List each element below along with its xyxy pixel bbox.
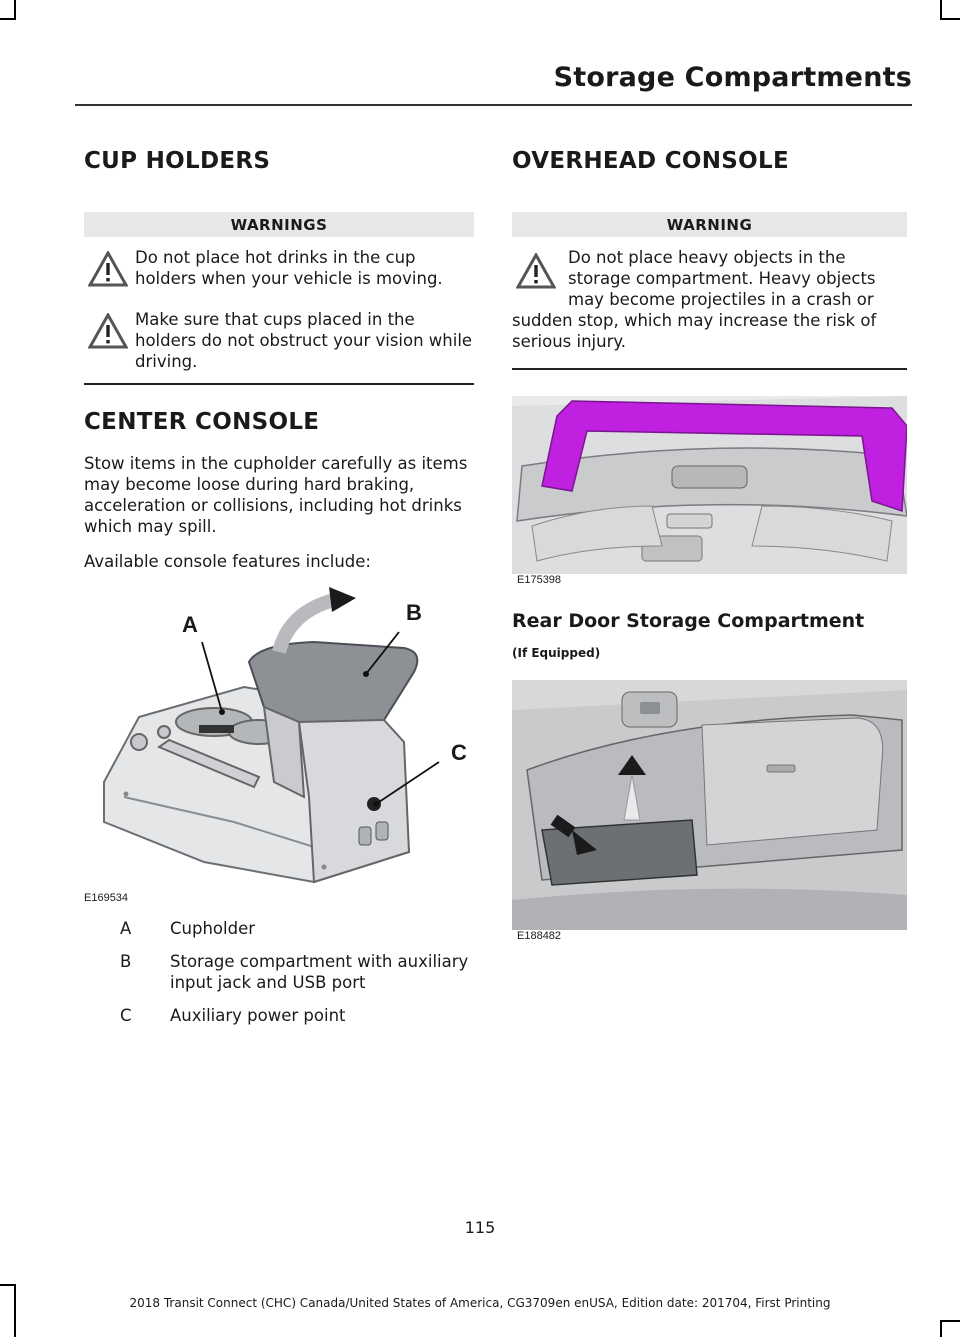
legend: A Cupholder B Storage compartment with a…: [84, 918, 474, 1026]
figure-code: E188482: [517, 929, 562, 942]
callout-c: C: [451, 739, 467, 765]
page-number: 115: [464, 1218, 496, 1237]
center-console-illustration: [103, 586, 440, 883]
right-column: OVERHEAD CONSOLE WARNING Do not place he…: [512, 148, 908, 942]
crop-mark: [14, 1284, 16, 1337]
warning-triangle-icon: [88, 313, 128, 349]
crop-mark: [940, 1320, 942, 1337]
warning-item: Do not place hot drinks in the cup holde…: [84, 247, 474, 297]
warning-text: Do not place heavy objects in the storag…: [512, 248, 877, 351]
warnings-heading: WARNINGS: [84, 212, 474, 237]
section-rule: [84, 383, 474, 385]
rear-door-figure: E188482: [512, 679, 907, 942]
legend-row: A Cupholder: [84, 918, 474, 939]
warning-item: Make sure that cups placed in the holder…: [84, 309, 474, 373]
cup-holders-title: CUP HOLDERS: [84, 148, 271, 174]
crop-mark: [940, 0, 942, 20]
if-equipped-note: (If Equipped): [512, 645, 601, 660]
header-rule: [75, 104, 912, 106]
warning-triangle-icon: [88, 251, 128, 287]
callout-b: B: [406, 599, 422, 625]
figure-code: E175398: [517, 573, 562, 586]
section-rule: [512, 368, 907, 370]
crop-mark: [940, 18, 960, 20]
legend-row: C Auxiliary power point: [84, 1005, 474, 1026]
warning-text: Make sure that cups placed in the holder…: [135, 310, 473, 371]
warning-triangle-icon: [516, 253, 556, 289]
rear-door-title: Rear Door Storage Compartment: [512, 609, 865, 632]
legend-row: B Storage compartment with auxiliary inp…: [84, 951, 474, 993]
legend-key: B: [120, 951, 132, 971]
center-console-title: CENTER CONSOLE: [84, 408, 320, 435]
crop-mark: [940, 1320, 960, 1322]
figure-code: E169534: [84, 891, 129, 904]
callout-a: A: [182, 611, 198, 637]
warning-item: Do not place heavy objects in the storag…: [512, 247, 907, 352]
overhead-console-title: OVERHEAD CONSOLE: [512, 148, 789, 174]
page-footer: 2018 Transit Connect (CHC) Canada/United…: [129, 1296, 831, 1310]
center-console-features-intro: Available console features include:: [84, 551, 371, 571]
overhead-console-figure: E175398: [512, 395, 908, 586]
warning-text: Do not place hot drinks in the cup holde…: [135, 248, 443, 288]
overhead-console-illustration: [512, 395, 908, 574]
left-column: CUP HOLDERS WARNINGS Do not place hot dr…: [84, 148, 474, 1026]
crop-mark: [14, 0, 16, 20]
legend-value: Auxiliary power point: [170, 1005, 346, 1025]
center-console-figure: A B C E169534: [84, 582, 474, 904]
legend-value: Cupholder: [170, 918, 255, 938]
legend-key: A: [120, 918, 132, 938]
rear-door-illustration: [512, 679, 907, 930]
crop-mark: [0, 1284, 16, 1286]
legend-key: C: [120, 1005, 132, 1025]
warning-heading: WARNING: [512, 212, 907, 237]
legend-value: Storage compartment with auxiliary input…: [170, 951, 469, 992]
page-header-title: Storage Compartments: [553, 62, 912, 93]
center-console-paragraph: Stow items in the cupholder carefully as…: [84, 453, 468, 536]
crop-mark: [0, 18, 16, 20]
